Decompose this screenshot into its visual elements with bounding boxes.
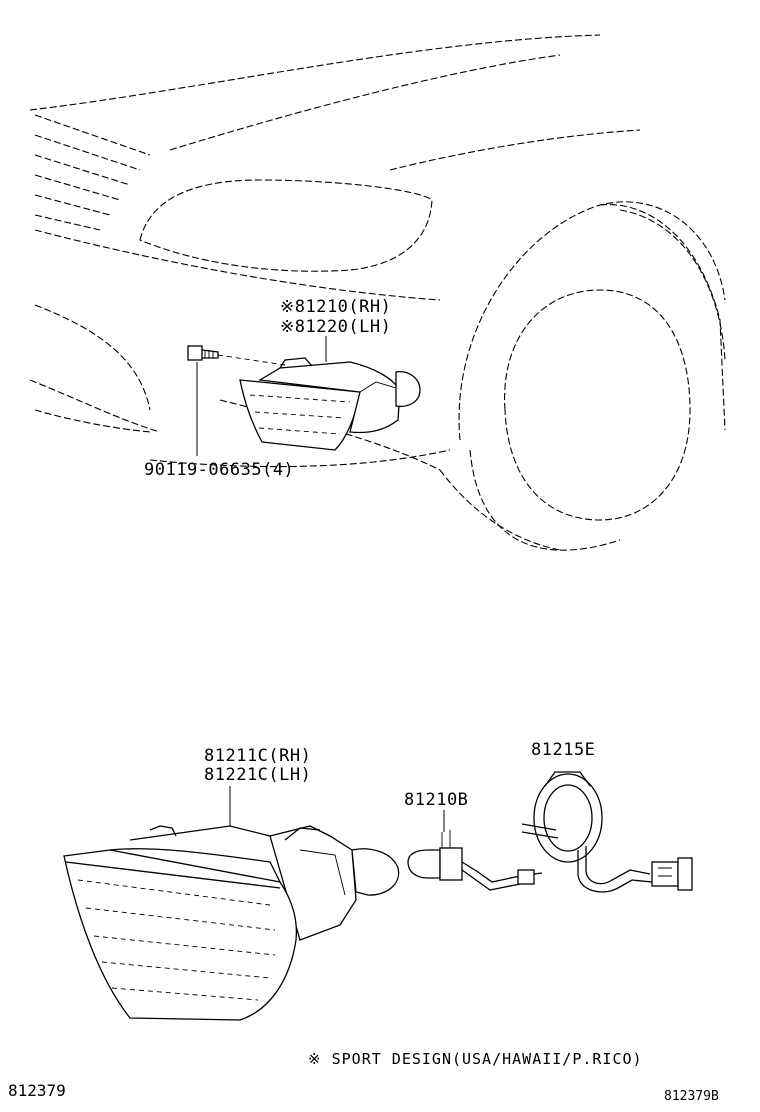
screw-label: 90119-06635(4) xyxy=(144,460,294,480)
screw-icon xyxy=(187,345,286,366)
assembly-label-rh: ※81210(RH) xyxy=(280,297,391,317)
upper-fog-lamp xyxy=(239,357,421,451)
illustration-code-right: 812379B xyxy=(664,1089,719,1104)
footnote-sport-design: ※ SPORT DESIGN(USA/HAWAII/P.RICO) xyxy=(308,1050,643,1068)
bulb-icon xyxy=(407,830,543,891)
socket-icon xyxy=(521,771,693,893)
fog-lamp-unit xyxy=(63,825,400,1021)
lamp-unit-label-rh: 81211C(RH) xyxy=(204,746,311,766)
illustration-code-left: 812379 xyxy=(8,1081,66,1100)
lamp-unit-label-lh: 81221C(LH) xyxy=(204,765,311,785)
assembly-label-lh: ※81220(LH) xyxy=(280,317,391,337)
socket-label: 81215E xyxy=(531,740,595,760)
car-body-outline xyxy=(29,34,726,551)
bulb-label: 81210B xyxy=(404,790,468,810)
